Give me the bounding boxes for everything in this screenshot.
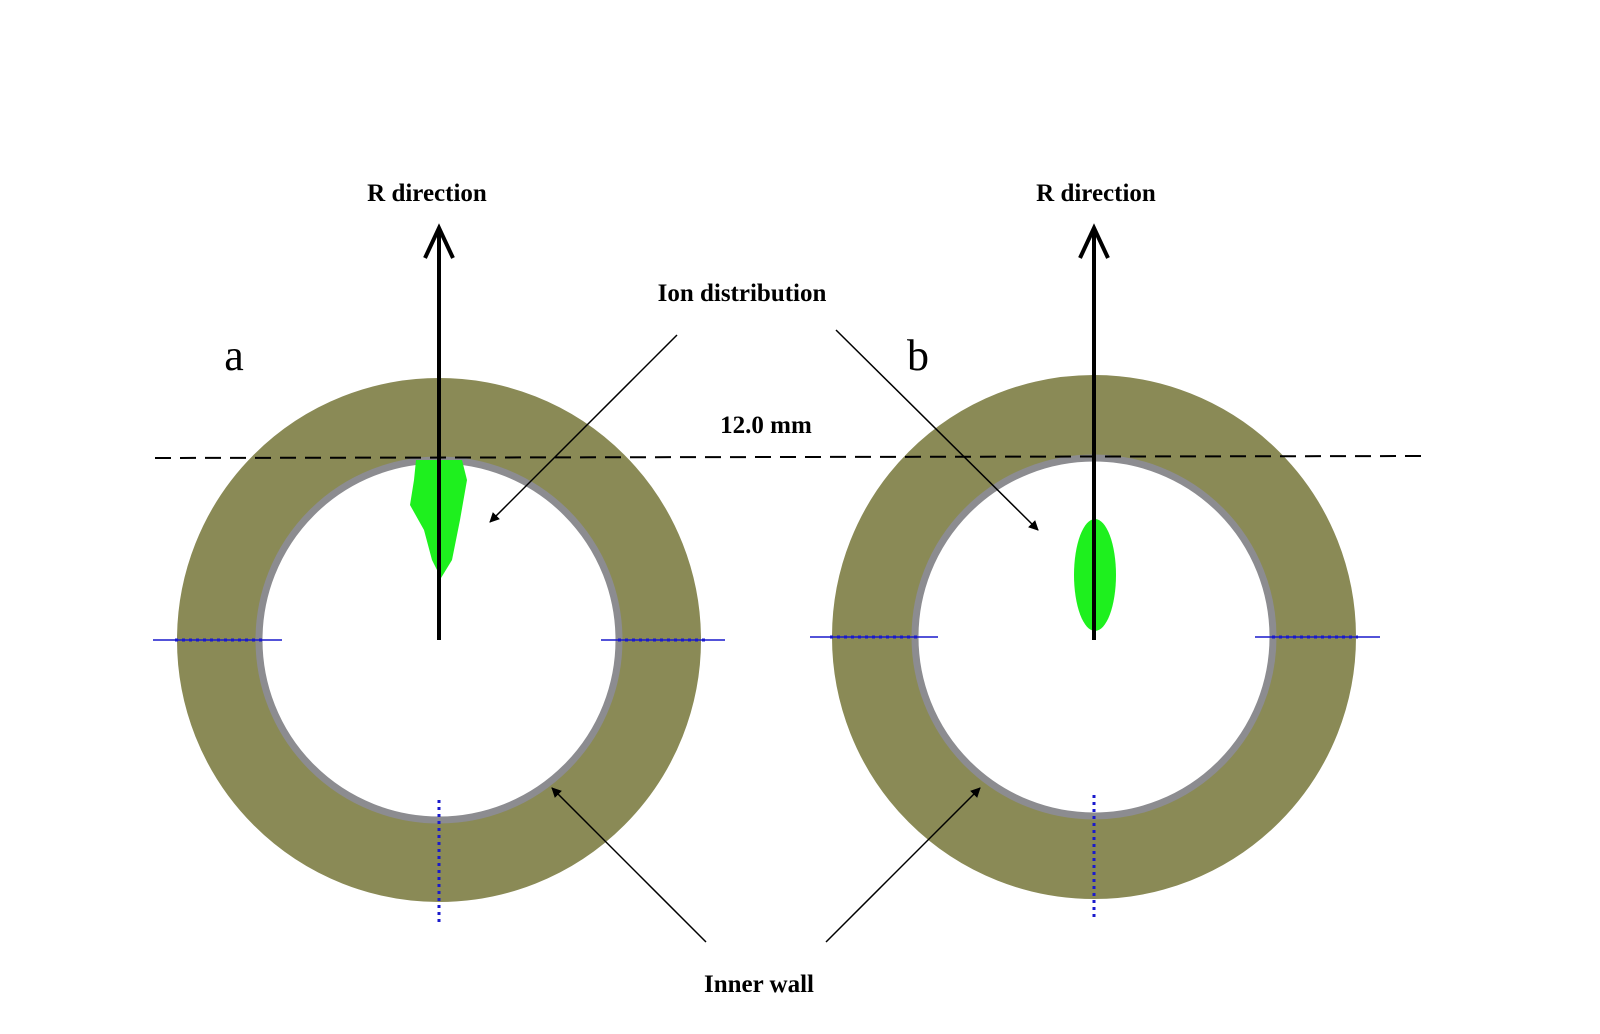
reference-dashed-line	[154, 455, 1426, 459]
panel-label-a: a	[224, 331, 244, 380]
axis-marks-a	[153, 638, 725, 925]
r-direction-label-a: R direction	[367, 180, 487, 207]
ring-a	[153, 223, 725, 925]
pointer-arrows	[489, 329, 1039, 943]
axis-marks-b	[810, 635, 1380, 920]
ring-b	[810, 223, 1380, 920]
ion-distribution-label: Ion distribution	[658, 280, 827, 307]
inner-wall-label: Inner wall	[704, 971, 814, 998]
distance-label: 12.0 mm	[720, 412, 812, 439]
panel-label-b: b	[907, 331, 929, 380]
r-direction-label-b: R direction	[1036, 180, 1156, 207]
